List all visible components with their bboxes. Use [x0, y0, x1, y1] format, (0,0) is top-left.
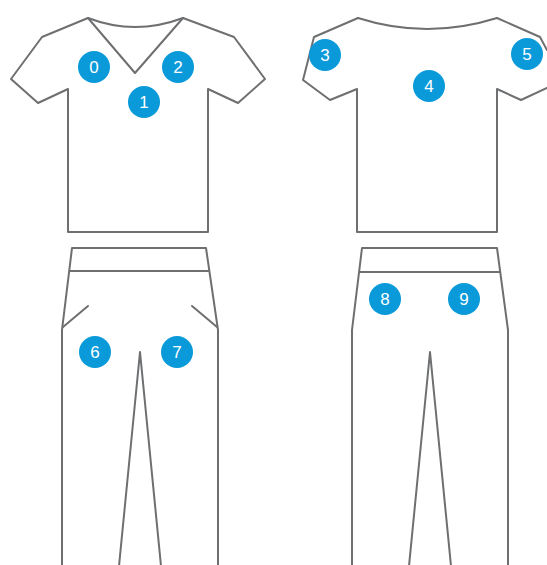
shirt-back-neck [358, 18, 497, 29]
callout-circle-fill [78, 51, 110, 83]
callout-number: 4 [424, 78, 433, 95]
callout-number: 3 [320, 47, 329, 64]
callout-circle-fill [79, 336, 111, 368]
pants-front-outline [62, 248, 218, 565]
callout-circle-fill [511, 38, 543, 70]
pants-front-pocket [63, 306, 88, 327]
callout-circle-fill [162, 51, 194, 83]
callout-circle: 1 [128, 86, 160, 118]
callout-circle: 5 [511, 38, 543, 70]
callout-circle: 7 [161, 336, 193, 368]
callout-number: 1 [139, 94, 148, 111]
callout-number: 5 [522, 46, 531, 63]
pants-front-waistband [70, 270, 209, 272]
callout-circle-fill [448, 283, 480, 315]
callout-circle: 3 [309, 39, 341, 71]
pants-front-pocket [192, 306, 217, 327]
callout-circle: 0 [78, 51, 110, 83]
shirt-front-outline [11, 18, 265, 232]
pants-back-waistband [360, 271, 500, 273]
callout-circle: 4 [413, 70, 445, 102]
callout-number: 9 [459, 291, 468, 308]
callout-circle: 9 [448, 283, 480, 315]
shirt-back-outline [303, 18, 547, 232]
callout-number: 6 [90, 344, 99, 361]
callout-circle: 8 [369, 283, 401, 315]
callout-number: 0 [89, 59, 98, 76]
callout-circle-fill [128, 86, 160, 118]
callout-number: 2 [173, 59, 182, 76]
callout-number: 8 [380, 291, 389, 308]
callout-circle: 6 [79, 336, 111, 368]
pants-back-outline [352, 248, 508, 565]
callout-circle-fill [309, 39, 341, 71]
shirt-back-neckline [88, 18, 183, 27]
callout-circle-fill [161, 336, 193, 368]
callout-circle-fill [413, 70, 445, 102]
callout-circle-fill [369, 283, 401, 315]
pants-front-inseam [119, 352, 161, 565]
callout-number: 7 [172, 344, 181, 361]
callout-circle: 2 [162, 51, 194, 83]
pants-back-inseam [409, 352, 451, 565]
